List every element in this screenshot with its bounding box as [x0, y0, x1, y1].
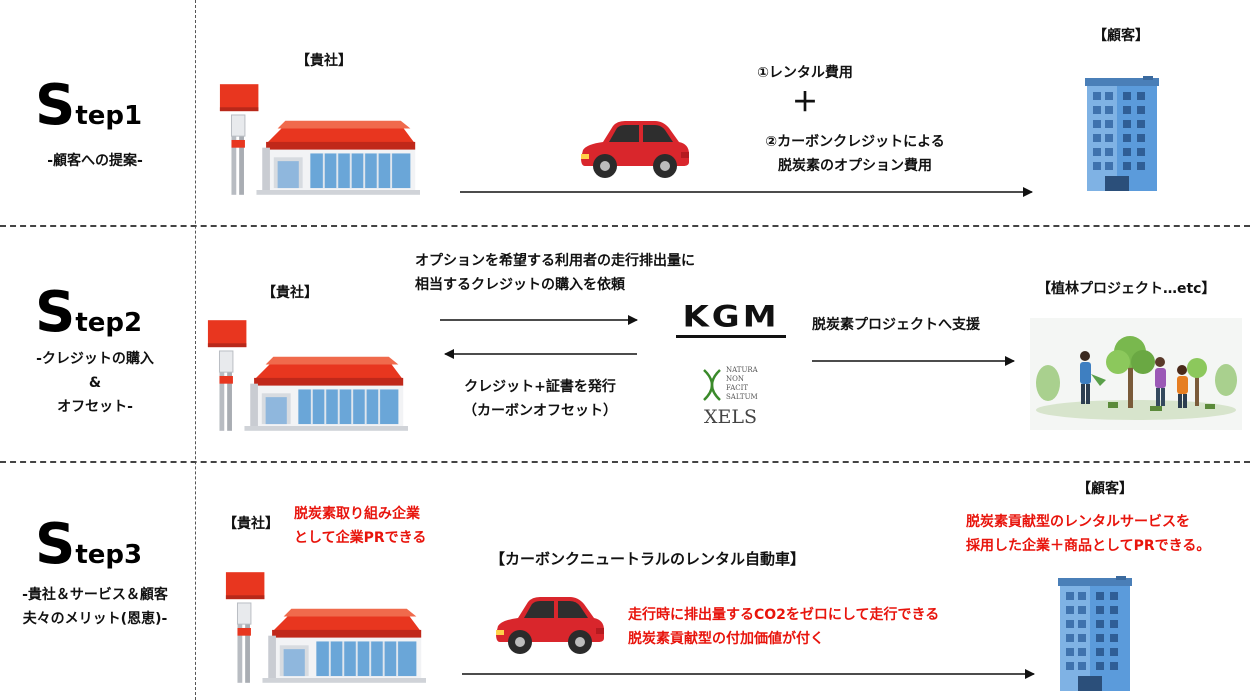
step2-request-line2: 相当するクレジットの購入を依頼	[415, 277, 625, 293]
step1-subtitle: -顧客への提案-	[47, 153, 143, 169]
step2-subtitle-line2: &	[88, 375, 102, 391]
step2-company-label: 【貴社】	[262, 285, 318, 301]
step2-arrow-request	[440, 315, 638, 325]
xels-name: XELS	[704, 406, 758, 428]
column-divider	[195, 0, 196, 700]
step3-subtitle-line1: -貴社＆サービス＆顧客	[22, 587, 168, 603]
plus-sign: ＋	[791, 88, 818, 118]
step2-issue-line1: クレジット+証書を発行	[464, 379, 616, 395]
step2-title: Step2	[35, 280, 143, 345]
row-divider-2	[0, 461, 1250, 463]
store-icon	[224, 570, 426, 685]
step3-car-merit-line1: 走行時に排出量するCO2をゼロにして走行できる	[628, 607, 940, 623]
step1-fee-rental: ①レンタル費用	[757, 65, 853, 81]
step3-company-label: 【貴社】	[223, 516, 279, 532]
step3-car-title: 【カーボンクニュートラルのレンタル自動車】	[490, 550, 806, 568]
car-icon	[492, 594, 607, 659]
office-building-icon	[1085, 76, 1165, 191]
step2-subtitle-line1: -クレジットの購入	[36, 351, 154, 367]
step3-subtitle-line2: 夫々のメリット(恩恵)-	[22, 611, 168, 627]
step2-arrow-issue	[444, 349, 637, 359]
step1-customer-label: 【顧客】	[1093, 28, 1149, 44]
step3-company-merit-line1: 脱炭素取り組み企業	[294, 506, 420, 522]
xels-motto-1: NATURA	[726, 366, 758, 374]
step2-request-line1: オプションを希望する利用者の走行排出量に	[415, 253, 695, 269]
xels-motto-3: FACIT	[726, 384, 749, 392]
xels-mark-icon	[703, 369, 721, 401]
step1-fee-option-line2: 脱炭素のオプション費用	[778, 158, 932, 174]
xels-motto-2: NON	[726, 375, 744, 383]
car-icon	[577, 118, 692, 183]
tree-planting-illustration	[1030, 318, 1242, 430]
step1-company-label: 【貴社】	[296, 53, 352, 69]
step3-customer-merit-line1: 脱炭素貢献型のレンタルサービスを	[966, 514, 1190, 530]
step2-arrow-support	[812, 356, 1015, 366]
step2-issue-line2: （カーボンオフセット）	[463, 403, 617, 419]
step3-customer-merit-line2: 採用した企業＋商品としてPRできる。	[966, 538, 1211, 554]
step1-fee-option-line1: ②カーボンクレジットによる	[765, 134, 945, 150]
step3-customer-label: 【顧客】	[1077, 481, 1133, 497]
kgm-logo: KGM	[676, 300, 786, 340]
office-building-icon	[1058, 576, 1138, 691]
row-divider-1	[0, 225, 1250, 227]
step1-title: Step1	[35, 73, 143, 138]
step2-project-label: 【植林プロジェクト…etc】	[1037, 281, 1216, 297]
store-icon	[218, 82, 420, 197]
step3-company-merit-line2: として企業PRできる	[294, 530, 427, 546]
xels-motto-4: SALTUM	[726, 393, 758, 401]
step3-arrow-to-customer	[462, 669, 1035, 679]
xels-logo: NATURA NON FACIT SALTUM XELS	[700, 366, 770, 430]
step2-subtitle-line3: オフセット-	[57, 399, 133, 415]
step3-car-merit-line2: 脱炭素貢献型の付加価値が付く	[628, 631, 824, 647]
store-icon	[206, 318, 408, 433]
step3-title: Step3	[35, 512, 143, 577]
step2-support-label: 脱炭素プロジェクトへ支援	[812, 317, 980, 333]
kgm-logo-text: KGM	[682, 300, 780, 334]
step1-arrow-to-customer	[460, 187, 1033, 197]
